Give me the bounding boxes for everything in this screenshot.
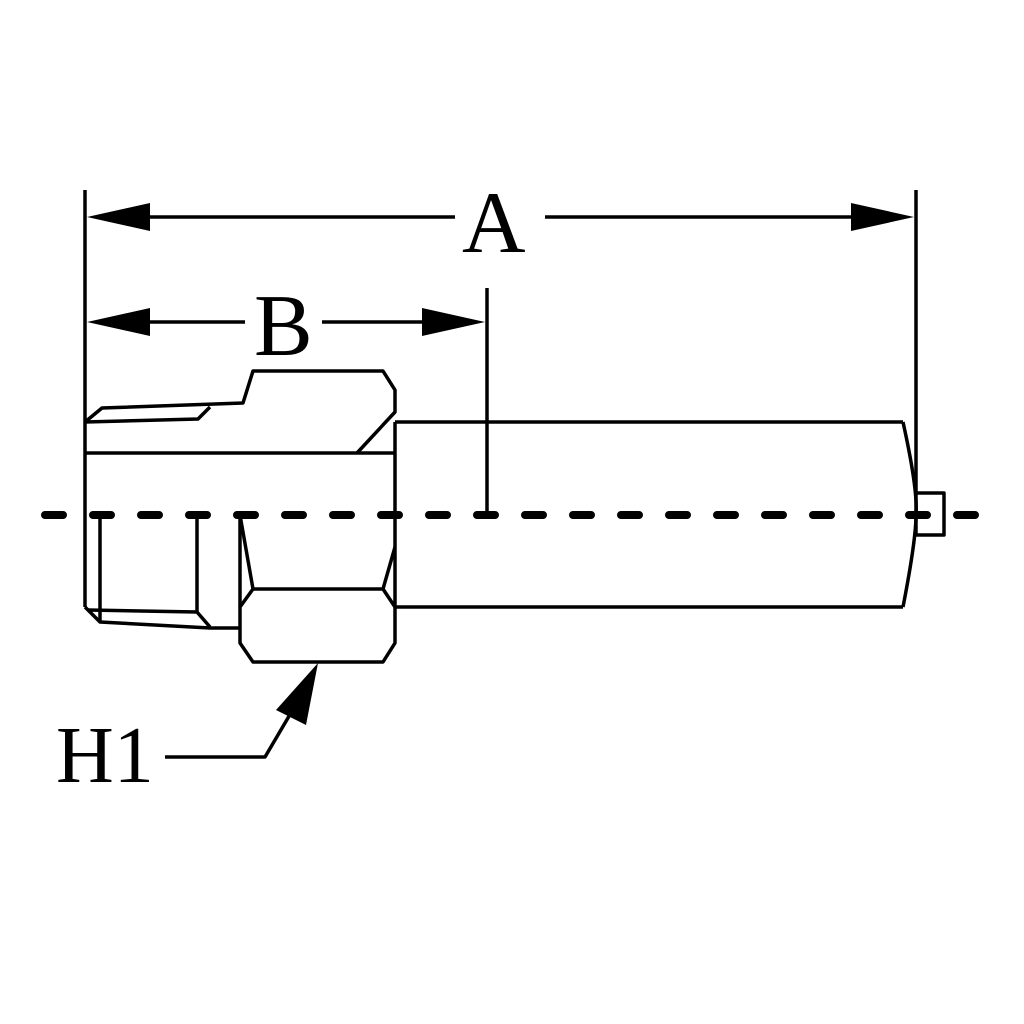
arrow-left-icon (87, 308, 150, 336)
dimension-a-label: A (462, 175, 526, 272)
arrow-right-icon (422, 308, 485, 336)
arrow-up-icon (276, 663, 318, 725)
fitting-upper-outline (83, 369, 397, 607)
fitting-lower-thread (83, 515, 240, 630)
hex-nut (238, 514, 397, 664)
hex-size-label: H1 (56, 712, 154, 800)
dimension-a (87, 203, 914, 231)
dimension-b (87, 308, 485, 336)
h1-leader (165, 663, 318, 759)
dimension-b-label: B (254, 278, 313, 375)
arrow-left-icon (87, 203, 150, 231)
arrow-right-icon (851, 203, 914, 231)
